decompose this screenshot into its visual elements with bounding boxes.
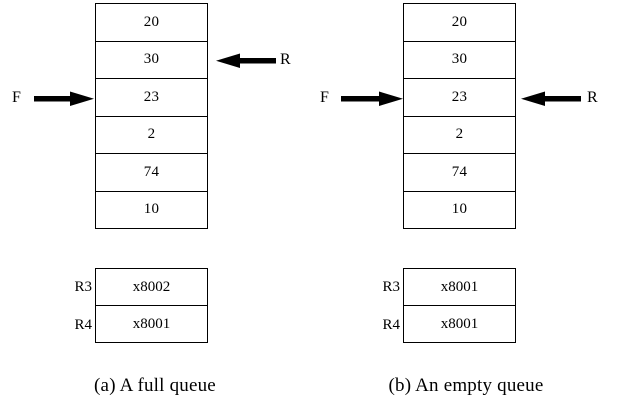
caption-panel-a: (a) A full queue — [94, 375, 216, 396]
register-value-r4: x8001 — [440, 315, 479, 332]
queue-cell: 30 — [404, 42, 515, 79]
panel-full-queue: 20 30 23 2 74 10 F R R3 R4 x80 — [0, 0, 310, 406]
register-label-r4: R4 — [74, 317, 92, 333]
queue-cell: 20 — [404, 4, 515, 42]
queue-cell: 23 — [404, 79, 515, 117]
front-pointer-arrow-right-icon — [341, 90, 403, 108]
caption-panel-b: (b) An empty queue — [388, 375, 544, 396]
register-label-r4: R4 — [382, 317, 400, 333]
queue-cell: 2 — [404, 117, 515, 154]
queue-cell: 20 — [96, 4, 207, 42]
queue-table: 20 30 23 2 74 10 — [95, 3, 208, 229]
register-value-r4: x8001 — [132, 315, 171, 332]
queue-cell: 10 — [143, 201, 160, 218]
queue-cell: 74 — [96, 154, 207, 192]
front-pointer-arrow-right-icon — [34, 90, 94, 108]
queue-cell: 23 — [96, 79, 207, 117]
register-value-r3: x8001 — [404, 269, 515, 306]
register-value-r3: x8002 — [96, 269, 207, 306]
rear-pointer-label: R — [587, 89, 598, 106]
rear-pointer-label: R — [280, 51, 291, 68]
queue-table: 20 30 23 2 74 10 — [403, 3, 516, 229]
front-pointer-label: F — [12, 89, 21, 106]
panel-empty-queue: 20 30 23 2 74 10 F R R3 R4 x80 — [311, 0, 621, 406]
rear-pointer-arrow-left-icon — [214, 52, 276, 70]
register-label-r3: R3 — [382, 279, 400, 295]
register-table: x8002 x8001 — [95, 268, 208, 343]
queue-cell: 74 — [404, 154, 515, 192]
front-pointer-label: F — [320, 89, 329, 106]
queue-cell: 10 — [451, 201, 468, 218]
register-table: x8001 x8001 — [403, 268, 516, 343]
queue-cell: 2 — [96, 117, 207, 154]
queue-cell: 30 — [96, 42, 207, 79]
rear-pointer-arrow-left-icon — [519, 90, 581, 108]
register-label-r3: R3 — [74, 279, 92, 295]
